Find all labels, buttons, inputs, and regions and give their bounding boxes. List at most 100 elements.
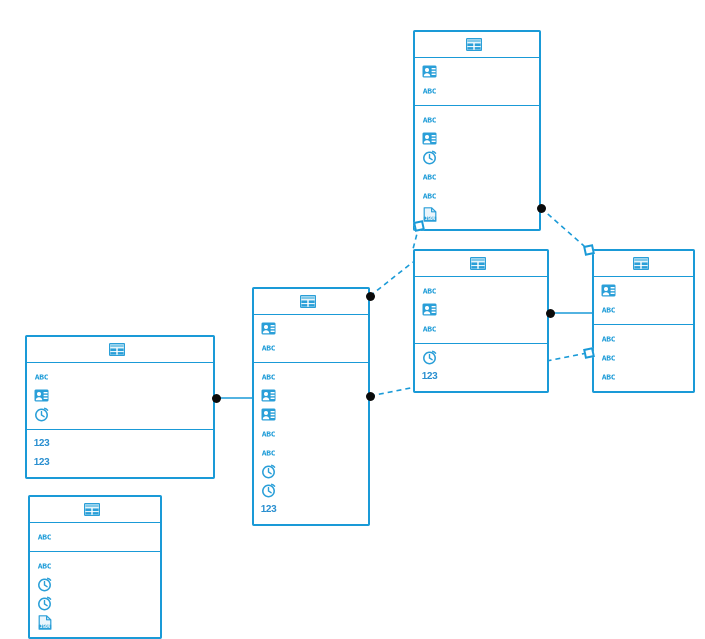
timestamp-type-icon xyxy=(37,577,52,592)
primary-key-field-ride_id[interactable] xyxy=(27,386,213,405)
field-address[interactable]: ABC xyxy=(594,348,693,367)
primary-key-field-timestamp[interactable] xyxy=(27,405,213,424)
string-type-icon: ABC xyxy=(261,343,276,352)
cardinality-one-marker-vehicles-to-users xyxy=(583,244,595,256)
string-type-icon: ABC xyxy=(601,334,616,343)
cardinality-many-marker-rides-to-user-promo-codes xyxy=(365,291,375,301)
primary-key-field-city[interactable]: ABC xyxy=(27,367,213,386)
string-type-icon: ABC xyxy=(261,372,276,381)
table-node-promo_codes[interactable]: ABC ABC JSON xyxy=(28,495,162,639)
primary-key-field-id[interactable] xyxy=(415,62,539,81)
primary-key-field-id[interactable] xyxy=(254,319,368,338)
table-header-vehicle_location_histories[interactable] xyxy=(27,337,213,363)
field-rider_id[interactable] xyxy=(254,386,368,405)
timestamp-type-icon xyxy=(34,407,49,422)
number-type-icon: 123 xyxy=(33,438,50,449)
cardinality-many-marker-rides-to-users xyxy=(365,391,375,401)
table-header-rides[interactable] xyxy=(254,289,368,315)
field-section-vehicle_location_histories: 123 123 xyxy=(27,430,213,477)
primary-key-field-id[interactable] xyxy=(594,281,693,300)
field-long[interactable]: 123 xyxy=(27,453,213,472)
string-type-icon: ABC xyxy=(601,353,616,362)
field-usage_count[interactable]: 123 xyxy=(415,367,547,386)
field-end_address[interactable]: ABC xyxy=(254,443,368,462)
svg-text:JSON: JSON xyxy=(424,216,435,221)
primary-key-section-vehicles: ABC xyxy=(415,58,539,106)
field-timestamp[interactable] xyxy=(415,348,547,367)
field-ext[interactable]: JSON xyxy=(415,205,539,224)
field-end_time[interactable] xyxy=(254,481,368,500)
field-name[interactable]: ABC xyxy=(594,329,693,348)
primary-key-field-city[interactable]: ABC xyxy=(415,281,547,300)
field-type[interactable]: ABC xyxy=(415,110,539,129)
uuid-type-icon xyxy=(261,322,276,336)
primary-key-field-user_id[interactable] xyxy=(415,300,547,319)
table-grid-icon xyxy=(84,503,100,517)
table-node-user_promo_codes[interactable]: ABC ABC 123 xyxy=(413,249,549,393)
primary-key-section-rides: ABC xyxy=(254,315,368,363)
primary-key-section-user_promo_codes: ABC ABC xyxy=(415,277,547,344)
field-section-promo_codes: ABC JSON xyxy=(30,552,160,637)
primary-key-section-vehicle_location_histories: ABC xyxy=(27,363,213,430)
primary-key-section-promo_codes: ABC xyxy=(30,523,160,552)
primary-key-field-city[interactable]: ABC xyxy=(415,81,539,100)
json-type-icon: JSON xyxy=(422,207,437,222)
svg-text:JSON: JSON xyxy=(39,624,50,629)
string-type-icon: ABC xyxy=(422,324,437,333)
field-lat[interactable]: 123 xyxy=(27,434,213,453)
primary-key-field-city[interactable]: ABC xyxy=(594,300,693,319)
field-status[interactable]: ABC xyxy=(415,167,539,186)
table-node-vehicles[interactable]: ABC ABC ABC ABC JSON xyxy=(413,30,541,231)
table-grid-icon xyxy=(632,257,649,271)
primary-key-field-code[interactable]: ABC xyxy=(415,319,547,338)
uuid-type-icon xyxy=(422,65,437,79)
string-type-icon: ABC xyxy=(422,286,437,295)
table-header-users[interactable] xyxy=(594,251,693,277)
field-section-user_promo_codes: 123 xyxy=(415,344,547,391)
field-current_location[interactable]: ABC xyxy=(415,186,539,205)
uuid-type-icon xyxy=(601,284,616,298)
field-credit_card[interactable]: ABC xyxy=(594,367,693,386)
table-grid-icon xyxy=(300,295,316,309)
relationship-line-rides-to-user-promo-codes[interactable] xyxy=(369,261,414,297)
field-start_address[interactable]: ABC xyxy=(254,424,368,443)
uuid-type-icon xyxy=(422,132,437,146)
table-header-vehicles[interactable] xyxy=(415,32,539,58)
number-type-icon: 123 xyxy=(33,457,50,468)
number-type-icon: 123 xyxy=(421,371,438,382)
field-vehicle_city[interactable]: ABC xyxy=(254,367,368,386)
string-type-icon: ABC xyxy=(422,115,437,124)
string-type-icon: ABC xyxy=(422,191,437,200)
field-revenue[interactable]: 123 xyxy=(254,500,368,519)
uuid-type-icon xyxy=(34,389,49,403)
table-node-vehicle_location_histories[interactable]: ABC 123 123 xyxy=(25,335,215,479)
field-expiration_time[interactable] xyxy=(30,594,160,613)
cardinality-many-marker-user-promo-codes-to-users xyxy=(545,308,555,318)
cardinality-one-marker-rides-to-users xyxy=(583,347,595,359)
primary-key-field-city[interactable]: ABC xyxy=(254,338,368,357)
timestamp-type-icon xyxy=(261,483,276,498)
timestamp-type-icon xyxy=(422,150,437,165)
field-creation_time[interactable] xyxy=(415,148,539,167)
primary-key-field-code[interactable]: ABC xyxy=(30,527,160,546)
string-type-icon: ABC xyxy=(422,86,437,95)
timestamp-type-icon xyxy=(422,350,437,365)
table-grid-icon xyxy=(109,343,125,357)
table-node-users[interactable]: ABC ABC ABC ABC xyxy=(592,249,695,393)
timestamp-type-icon xyxy=(37,596,52,611)
field-start_time[interactable] xyxy=(254,462,368,481)
number-type-icon: 123 xyxy=(260,504,277,515)
field-owner_id[interactable] xyxy=(415,129,539,148)
field-creation_time[interactable] xyxy=(30,575,160,594)
table-header-promo_codes[interactable] xyxy=(30,497,160,523)
field-rules[interactable]: JSON xyxy=(30,613,160,632)
field-vehicle_id[interactable] xyxy=(254,405,368,424)
table-header-user_promo_codes[interactable] xyxy=(415,251,547,277)
field-description[interactable]: ABC xyxy=(30,556,160,575)
string-type-icon: ABC xyxy=(37,532,52,541)
uuid-type-icon xyxy=(261,408,276,422)
cardinality-many-marker-vehicles-to-users xyxy=(536,203,546,213)
